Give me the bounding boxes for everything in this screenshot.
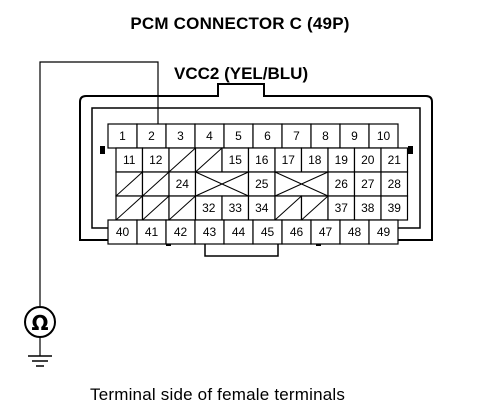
terminal-24 <box>168 171 197 197</box>
terminal-label: 33 <box>229 201 243 215</box>
terminal-41 <box>136 219 167 245</box>
terminal-37 <box>327 195 356 221</box>
terminal-label: 20 <box>361 153 375 167</box>
terminal-label: 16 <box>255 153 269 167</box>
terminal-label: 38 <box>361 201 375 215</box>
terminal-label: 32 <box>202 201 216 215</box>
terminal-39 <box>380 195 409 221</box>
terminal-label: 25 <box>255 177 269 191</box>
terminal-43 <box>194 219 225 245</box>
terminal-label: 4 <box>206 129 213 143</box>
terminal-label: 34 <box>255 201 269 215</box>
terminal-label: 42 <box>174 225 188 239</box>
terminal-47 <box>310 219 341 245</box>
connector-title: PCM CONNECTOR C (49P) <box>130 14 350 33</box>
terminal-label: 9 <box>351 129 358 143</box>
terminal-label: 37 <box>335 201 349 215</box>
terminal-18 <box>300 147 329 173</box>
terminal-label: 44 <box>232 225 246 239</box>
terminal-label: 8 <box>322 129 329 143</box>
terminal-label: 7 <box>293 129 300 143</box>
terminal-label: 10 <box>377 129 391 143</box>
bottom-key <box>204 240 279 257</box>
terminal-16 <box>247 147 276 173</box>
terminal-label: 26 <box>335 177 349 191</box>
terminal-label: 28 <box>388 177 402 191</box>
terminal-label: 39 <box>388 201 402 215</box>
ohm-symbol: Ω <box>31 311 48 335</box>
terminal-label: 41 <box>145 225 159 239</box>
terminal-label: 46 <box>290 225 304 239</box>
terminal-label: 45 <box>261 225 275 239</box>
terminal-label: 27 <box>361 177 375 191</box>
right-lock-tab <box>408 146 413 154</box>
terminal-48 <box>339 219 370 245</box>
terminal-label: 12 <box>149 153 163 167</box>
terminal-label: 19 <box>335 153 349 167</box>
terminal-5 <box>223 123 254 149</box>
terminal-6 <box>252 123 283 149</box>
connector-housing-outer <box>79 83 433 241</box>
terminal-label: 11 <box>123 153 136 167</box>
terminal-42 <box>165 219 196 245</box>
terminal-label: 40 <box>116 225 130 239</box>
terminal-label: 2 <box>148 129 155 143</box>
terminal-label: 24 <box>176 177 190 191</box>
probe-wire <box>39 61 159 306</box>
terminal-label: 43 <box>203 225 217 239</box>
terminal-40 <box>107 219 138 245</box>
terminal-label: 48 <box>348 225 362 239</box>
connector-housing-inner <box>91 107 421 229</box>
caption: Terminal side of female terminals <box>90 385 346 404</box>
terminal-label: 6 <box>264 129 271 143</box>
terminal-12 <box>141 147 170 173</box>
terminal-label: 49 <box>377 225 391 239</box>
terminal-label: 5 <box>235 129 242 143</box>
wire-label: VCC2 (YEL/BLU) <box>174 64 309 83</box>
terminal-label: 3 <box>177 129 184 143</box>
terminal-46 <box>281 219 312 245</box>
terminal-49 <box>368 219 399 245</box>
terminal-4 <box>194 123 225 149</box>
terminal-label: 15 <box>229 153 243 167</box>
left-lock-tab <box>100 146 105 154</box>
terminal-label: 47 <box>319 225 333 239</box>
terminal-33 <box>221 195 250 221</box>
terminal-label: 21 <box>388 153 402 167</box>
terminal-label: 18 <box>308 153 322 167</box>
terminal-label: 1 <box>119 129 126 143</box>
terminal-label: 17 <box>282 153 296 167</box>
